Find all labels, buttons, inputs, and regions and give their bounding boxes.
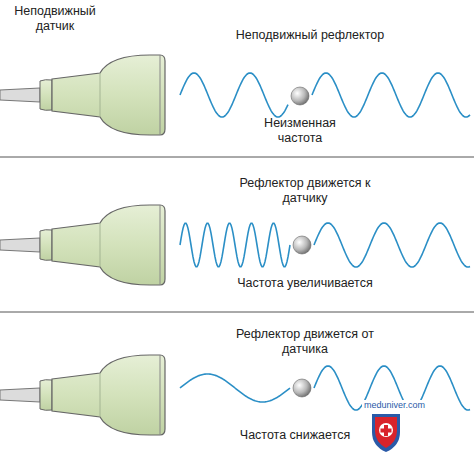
probe <box>0 205 165 285</box>
waves <box>180 73 470 410</box>
probe-label: Неподвижный датчик <box>5 4 105 34</box>
reflector-label: Рефлектор движется к датчику <box>225 176 385 206</box>
wave <box>180 374 290 402</box>
divider <box>0 312 474 313</box>
frequency-note: Частота увеличивается <box>220 276 390 291</box>
divider <box>0 157 474 158</box>
wave <box>314 223 470 267</box>
wave <box>180 73 288 117</box>
frequency-note: Частота снижается <box>225 428 365 443</box>
probe <box>0 55 165 135</box>
watermark: meduniver.com <box>362 400 427 411</box>
wave <box>314 366 470 410</box>
reflector-label: Неподвижный рефлектор <box>230 28 390 43</box>
reflector <box>293 236 311 254</box>
logo-shield <box>372 414 400 452</box>
reflector <box>291 87 309 105</box>
wave <box>180 223 290 267</box>
reflector-label: Рефлектор движется от датчика <box>220 327 390 357</box>
wave <box>312 73 470 117</box>
frequency-note: Неизменная частота <box>245 116 355 146</box>
reflector <box>293 379 311 397</box>
probe <box>0 355 165 435</box>
